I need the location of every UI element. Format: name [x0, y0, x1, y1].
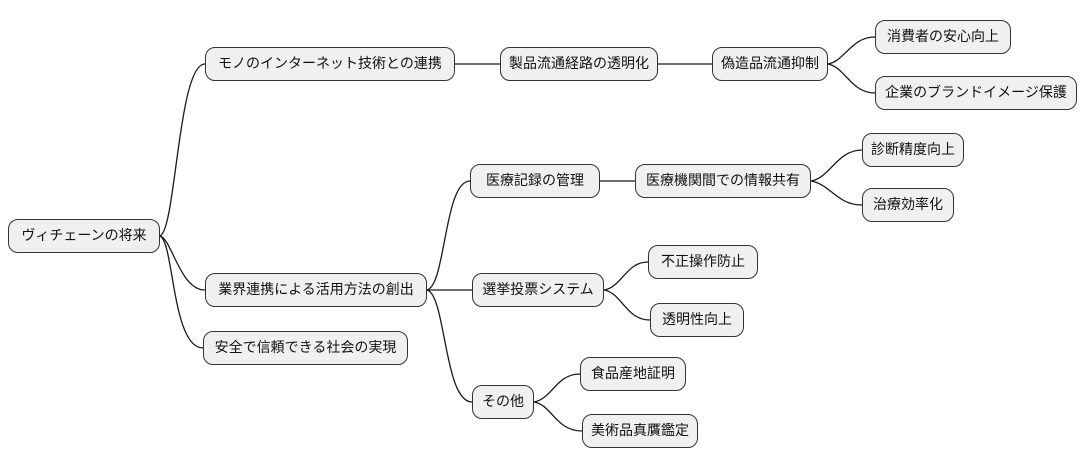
- node-industry: 業界連携による活用方法の創出: [205, 273, 427, 307]
- node-brand: 企業のブランドイメージ保護: [875, 76, 1077, 110]
- node-consumer: 消費者の安心向上: [875, 20, 1011, 54]
- node-iot: モノのインターネット技術との連携: [205, 47, 455, 81]
- edge-share-treatment: [810, 180, 863, 206]
- edge-counterfeit-consumer: [827, 36, 876, 65]
- node-clarity: 透明性向上: [650, 303, 744, 337]
- edge-other-food: [533, 373, 581, 403]
- node-food: 食品産地証明: [580, 357, 686, 391]
- node-root: ヴィチェーンの将来: [8, 219, 160, 253]
- node-counterfeit: 偽造品流通抑制: [712, 47, 828, 81]
- node-diagnosis: 診断精度向上: [862, 133, 964, 167]
- edge-root-society: [159, 235, 204, 349]
- edge-industry-medical: [426, 180, 471, 291]
- node-fraud: 不正操作防止: [648, 245, 758, 279]
- edge-root-iot: [159, 63, 206, 237]
- node-society: 安全で信頼できる社会の実現: [203, 331, 408, 365]
- edge-root-industry: [159, 235, 206, 291]
- node-treatment: 治療効率化: [862, 188, 954, 222]
- edge-other-art: [533, 401, 583, 432]
- node-other: その他: [472, 385, 534, 419]
- node-distribution: 製品流通経路の透明化: [500, 47, 658, 81]
- node-medical: 医療記録の管理: [470, 164, 600, 198]
- node-share: 医療機関間での情報共有: [635, 164, 811, 198]
- edge-voting-fraud: [603, 261, 649, 291]
- edge-industry-other: [426, 289, 473, 403]
- node-voting: 選挙投票システム: [472, 273, 604, 307]
- edge-counterfeit-brand: [827, 63, 876, 94]
- node-art: 美術品真贋鑑定: [582, 414, 698, 448]
- edge-share-diagnosis: [810, 149, 863, 182]
- edge-voting-clarity: [603, 289, 651, 321]
